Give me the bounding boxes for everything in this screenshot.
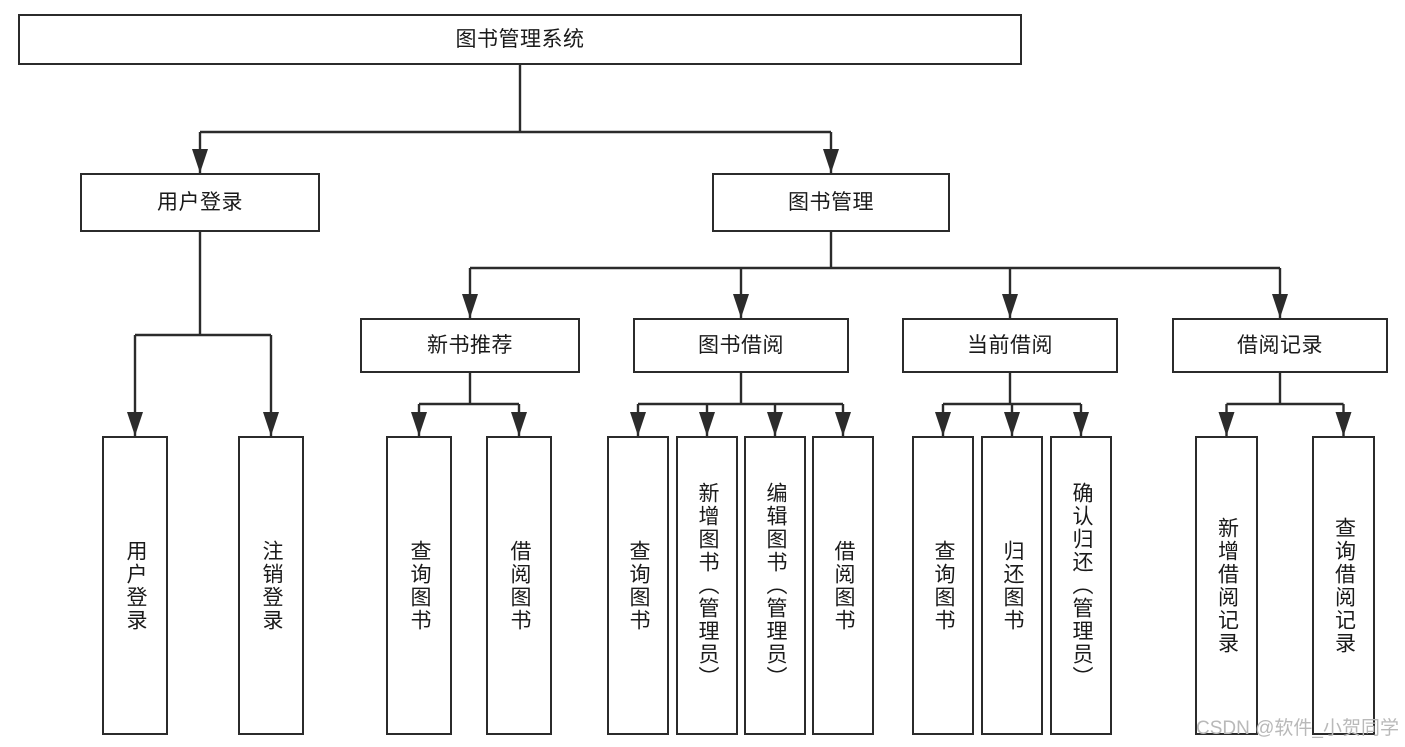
node-label: 编辑图书（管理员） xyxy=(764,482,788,689)
node-label: 用户登录 xyxy=(157,190,243,214)
node-label: 查询图书 xyxy=(932,539,956,632)
node-label: 注销登录 xyxy=(260,539,284,632)
arrowhead-icon xyxy=(767,412,783,436)
arrowhead-icon xyxy=(411,412,427,436)
node-l1: 用户登录 xyxy=(102,436,168,735)
arrowhead-icon xyxy=(1073,412,1089,436)
node-label: 用户登录 xyxy=(124,539,148,632)
node-label: 新增借阅记录 xyxy=(1215,516,1239,655)
node-current: 当前借阅 xyxy=(902,318,1118,373)
node-borrow: 图书借阅 xyxy=(633,318,849,373)
arrowhead-icon xyxy=(192,149,208,173)
node-l5: 查询图书 xyxy=(607,436,669,735)
node-label: 借阅图书 xyxy=(508,539,532,632)
node-newbook: 新书推荐 xyxy=(360,318,580,373)
node-label: 新增图书（管理员） xyxy=(696,482,720,689)
node-l4: 借阅图书 xyxy=(486,436,552,735)
node-l13: 查询借阅记录 xyxy=(1312,436,1375,735)
arrowhead-icon xyxy=(511,412,527,436)
node-l6: 新增图书（管理员） xyxy=(676,436,738,735)
arrowhead-icon xyxy=(733,294,749,318)
node-record: 借阅记录 xyxy=(1172,318,1388,373)
arrowhead-icon xyxy=(630,412,646,436)
node-label: 查询图书 xyxy=(627,539,651,632)
arrowhead-icon xyxy=(462,294,478,318)
node-l8: 借阅图书 xyxy=(812,436,874,735)
node-label: 归还图书 xyxy=(1001,539,1025,632)
node-label: 确认归还（管理员） xyxy=(1070,482,1094,689)
node-l12: 新增借阅记录 xyxy=(1195,436,1258,735)
arrowhead-icon xyxy=(835,412,851,436)
arrowhead-icon xyxy=(127,412,143,436)
edge-group xyxy=(127,65,1352,436)
node-label: 当前借阅 xyxy=(967,333,1053,357)
node-label: 借阅图书 xyxy=(832,539,856,632)
node-l7: 编辑图书（管理员） xyxy=(744,436,806,735)
node-l2: 注销登录 xyxy=(238,436,304,735)
node-label: 图书借阅 xyxy=(698,333,784,357)
node-label: 查询借阅记录 xyxy=(1332,516,1356,655)
arrowhead-icon xyxy=(823,149,839,173)
node-label: 借阅记录 xyxy=(1237,333,1323,357)
node-l9: 查询图书 xyxy=(912,436,974,735)
node-l10: 归还图书 xyxy=(981,436,1043,735)
node-label: 图书管理 xyxy=(788,190,874,214)
arrowhead-icon xyxy=(699,412,715,436)
node-bookmgmt: 图书管理 xyxy=(712,173,950,232)
node-label: 查询图书 xyxy=(408,539,432,632)
node-l11: 确认归还（管理员） xyxy=(1050,436,1112,735)
arrowhead-icon xyxy=(263,412,279,436)
node-l3: 查询图书 xyxy=(386,436,452,735)
arrowhead-icon xyxy=(1335,412,1352,436)
node-root: 图书管理系统 xyxy=(18,14,1022,65)
node-login: 用户登录 xyxy=(80,173,320,232)
arrowhead-icon xyxy=(935,412,951,436)
arrowhead-icon xyxy=(1218,412,1235,436)
arrowhead-icon xyxy=(1002,294,1018,318)
arrowhead-icon xyxy=(1272,294,1288,318)
node-label: 新书推荐 xyxy=(427,333,513,357)
node-label: 图书管理系统 xyxy=(455,27,585,51)
arrowhead-icon xyxy=(1004,412,1020,436)
